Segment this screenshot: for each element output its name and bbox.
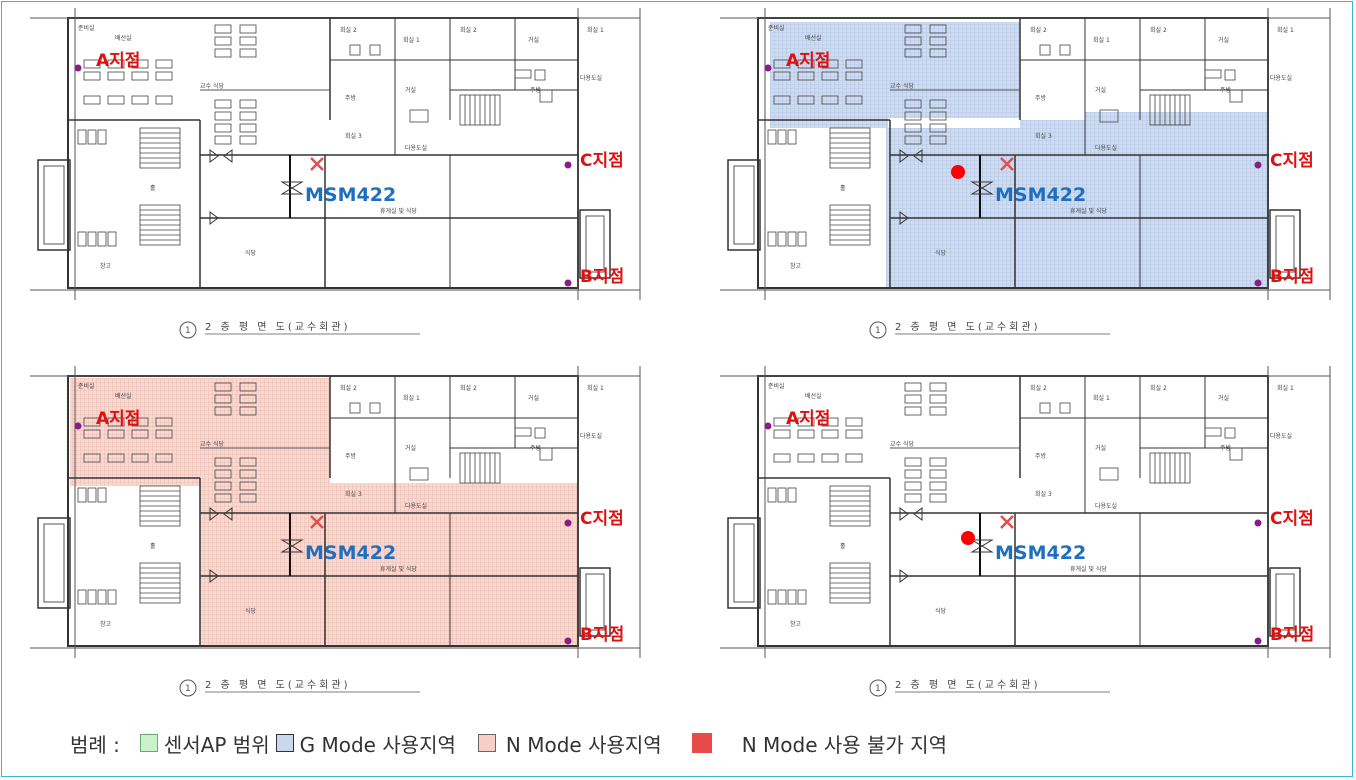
plan-title: 2 층 평 면 도(교수회관) — [895, 679, 1040, 691]
point-c-label: C지점 — [1270, 509, 1314, 529]
plan-number: 1 — [185, 326, 191, 336]
point-a-dot — [764, 422, 772, 430]
point-c-dot — [564, 519, 572, 527]
point-c-dot — [1254, 519, 1262, 527]
ap-model-label: MSM422 — [995, 542, 1086, 564]
legend: 범례 : 센서AP 범위 G Mode 사용지역 N Mode 사용지역 N M… — [70, 728, 947, 758]
legend-swatch-g-mode — [275, 734, 294, 752]
floor-plan-tr: A지점 C지점 B지점 MSM422 1 2 층 평 면 도(교수회관) — [719, 7, 1331, 339]
legend-label-n-mode: N Mode 사용지역 — [505, 732, 662, 757]
point-c-dot — [1254, 161, 1262, 169]
legend-prefix: 범례 : — [70, 732, 120, 757]
plan-title: 2 층 평 면 도(교수회관) — [895, 321, 1040, 333]
plan-number-circle — [179, 321, 197, 339]
floor-plan-bl: A지점 C지점 B지점 MSM422 1 2 층 평 면 도(교수회관) — [29, 365, 641, 697]
ap-model-label: MSM422 — [305, 184, 396, 206]
ap-model-label: MSM422 — [995, 184, 1086, 206]
legend-label-sensor-ap: 센서AP 범위 — [163, 732, 270, 757]
point-a-dot — [764, 64, 772, 72]
ap-position-x-icon — [1000, 515, 1014, 529]
point-b-dot — [564, 637, 572, 645]
point-a-label: A지점 — [786, 409, 830, 429]
ap-model-label: MSM422 — [305, 542, 396, 564]
legend-label-n-mode-unavailable: N Mode 사용 불가 지역 — [741, 732, 947, 757]
point-a-dot — [74, 64, 82, 72]
plan-number-circle — [869, 321, 887, 339]
plan-number: 1 — [185, 684, 191, 694]
point-b-label: B지점 — [580, 625, 624, 645]
point-c-dot — [564, 161, 572, 169]
g-mode-area-upper — [770, 22, 1020, 128]
n-mode-area-upper — [70, 378, 330, 486]
point-b-label: B지점 — [1270, 267, 1314, 287]
plan-number: 1 — [875, 326, 881, 336]
floor-plan-br: A지점 C지점 B지점 MSM422 1 2 층 평 면 도(교수회관) — [719, 365, 1331, 697]
floor-plans: 준비실 배선실 회실 2 회실 1 회실 2 거실 회실 1 교수 식당 주방 … — [29, 7, 1331, 697]
ap-position-x-icon — [310, 157, 324, 171]
legend-swatch-n-mode-unavailable — [691, 733, 712, 753]
point-b-label: B지점 — [1270, 625, 1314, 645]
plan-title: 2 층 평 면 도(교수회관) — [205, 321, 350, 333]
point-a-label: A지점 — [96, 409, 140, 429]
measurement-dot — [961, 531, 975, 545]
point-a-label: A지점 — [786, 51, 830, 71]
ap-position-x-icon — [310, 515, 324, 529]
legend-swatch-sensor-ap — [139, 734, 158, 752]
point-c-label: C지점 — [1270, 151, 1314, 171]
point-b-dot — [1254, 279, 1262, 287]
legend-swatch-n-mode — [477, 734, 496, 752]
point-c-label: C지점 — [580, 509, 624, 529]
plan-title: 2 층 평 면 도(교수회관) — [205, 679, 350, 691]
point-b-dot — [1254, 637, 1262, 645]
measurement-dot — [951, 165, 965, 179]
plan-number-circle — [869, 679, 887, 697]
point-a-label: A지점 — [96, 51, 140, 71]
plan-number: 1 — [875, 684, 881, 694]
n-mode-area-main — [200, 483, 578, 646]
legend-label-g-mode: G Mode 사용지역 — [299, 732, 456, 757]
point-b-label: B지점 — [580, 267, 624, 287]
point-a-dot — [74, 422, 82, 430]
plan-number-circle — [179, 679, 197, 697]
ap-position-x-icon — [1000, 157, 1014, 171]
point-c-label: C지점 — [580, 151, 624, 171]
floor-plan-tl: A지점 C지점 B지점 MSM422 1 2 층 평 면 도(교수회관) — [29, 7, 641, 339]
point-b-dot — [564, 279, 572, 287]
